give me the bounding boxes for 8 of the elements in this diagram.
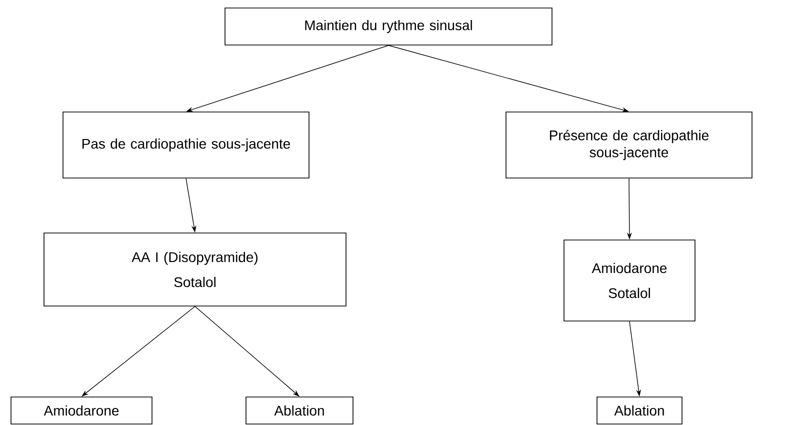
process-box: Ablation xyxy=(246,396,354,424)
process-box: AA I (Disopyramide) Sotalol xyxy=(44,232,346,306)
process-box: Pas de cardiopathie sous-jacente xyxy=(62,112,310,178)
process-box: Amiodarone xyxy=(10,396,152,424)
process-box: Amiodarone Sotalol xyxy=(564,240,696,322)
process-box: Présence de cardiopathie sous-jacente xyxy=(506,112,752,178)
process-box: Ablation xyxy=(596,396,682,424)
process-box: Maintien du rythme sinusal xyxy=(224,8,552,46)
